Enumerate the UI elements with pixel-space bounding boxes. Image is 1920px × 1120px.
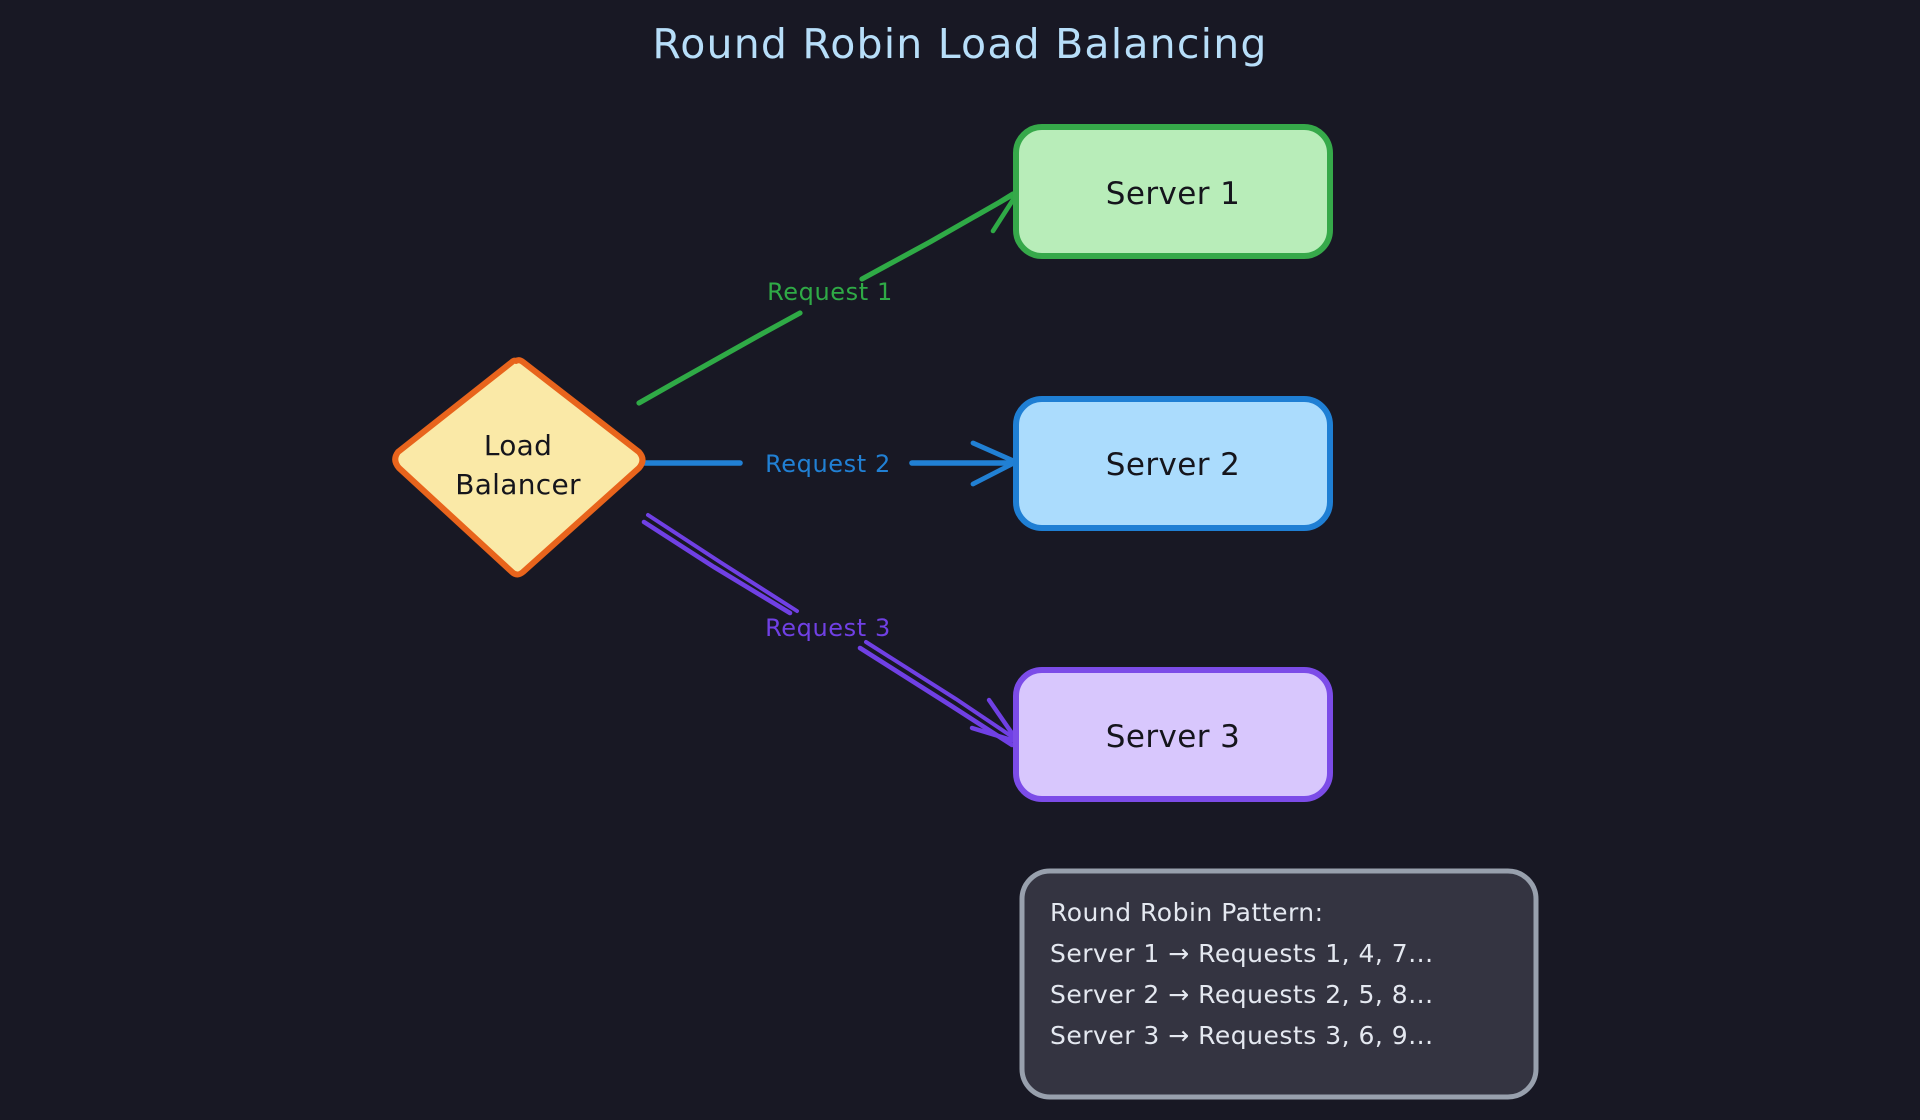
- legend-heading: Round Robin Pattern:: [1050, 898, 1324, 927]
- edge-request-3-line-upper-a: [641, 519, 793, 616]
- node-server-1[interactable]: Server 1: [1013, 124, 1333, 259]
- edge-request-3-line-upper-b: [646, 513, 799, 613]
- edge-request-3-label: Request 3: [765, 614, 891, 642]
- edge-request-2-arrowhead-barb-b: [970, 459, 1019, 487]
- node-server-3[interactable]: Server 3: [1013, 667, 1333, 802]
- legend-line-3: Server 3 → Requests 3, 6, 9...: [1050, 1021, 1434, 1050]
- edge-request-1-label: Request 1: [767, 278, 893, 306]
- legend-line-1: Server 1 → Requests 1, 4, 7...: [1050, 939, 1434, 968]
- server-2-box-shape: [1013, 396, 1333, 531]
- edge-request-1-line-lower: [636, 310, 803, 406]
- edge-request-2-label: Request 2: [765, 450, 891, 478]
- server-3-box-shape: [1013, 667, 1333, 802]
- node-load-balancer[interactable]: Load Balancer: [392, 357, 646, 578]
- edge-request-1: Request 1: [636, 189, 1021, 406]
- legend-box: Round Robin Pattern: Server 1 → Requests…: [1019, 868, 1539, 1100]
- edge-request-3-arrowhead-barb-b: [969, 725, 1021, 745]
- edge-request-3-line-lower-b: [864, 640, 1019, 742]
- edge-request-2: Request 2: [642, 440, 1019, 487]
- load-balancer-label-line1: Load: [484, 429, 552, 462]
- load-balancer-diamond-shape: [392, 357, 646, 578]
- edge-request-1-arrowhead-barb-a: [973, 189, 1021, 219]
- edge-request-3-line-lower-a: [857, 645, 1015, 748]
- node-server-2[interactable]: Server 2: [1013, 396, 1333, 531]
- legend-line-2: Server 2 → Requests 2, 5, 8...: [1050, 980, 1434, 1009]
- server-2-label: Server 2: [1106, 447, 1240, 483]
- server-1-label: Server 1: [1106, 176, 1240, 212]
- server-1-box-shape: [1013, 124, 1333, 259]
- page-title: Round Robin Load Balancing: [652, 20, 1267, 68]
- server-3-label: Server 3: [1106, 719, 1240, 755]
- legend-box-shape: [1019, 868, 1539, 1100]
- edge-request-2-arrowhead-barb-a: [970, 440, 1019, 465]
- edge-request-3: Request 3: [641, 513, 1021, 748]
- load-balancer-label-line2: Balancer: [455, 468, 581, 501]
